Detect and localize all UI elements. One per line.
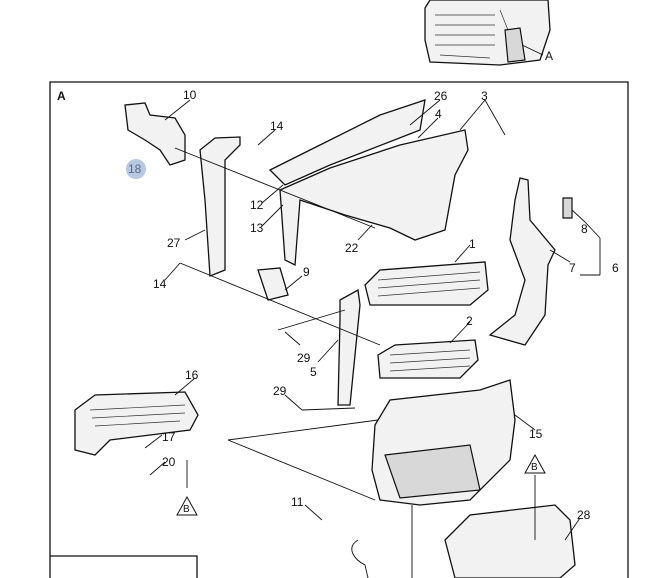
callout-20[interactable]: 20 — [162, 455, 176, 469]
part-18-duct — [124, 102, 186, 166]
part-1-step — [364, 261, 489, 306]
callout-9[interactable]: 9 — [303, 265, 310, 279]
callout-14b[interactable]: 14 — [153, 277, 167, 291]
callout-18-highlight[interactable]: 18 — [126, 159, 146, 179]
callout-1[interactable]: 1 — [469, 237, 476, 251]
callout-16[interactable]: 16 — [185, 368, 199, 382]
reference-marker-b-right: B — [524, 453, 546, 474]
view-label-frame: A — [57, 89, 66, 103]
svg-text:B: B — [183, 504, 190, 515]
truck-thumbnail: A — [424, 0, 553, 66]
callout-17[interactable]: 17 — [162, 430, 176, 444]
part-shapes — [74, 99, 576, 578]
callout-3[interactable]: 3 — [481, 89, 488, 103]
view-label-truck: A — [545, 49, 553, 63]
callout-6[interactable]: 6 — [612, 261, 619, 275]
callout-29b[interactable]: 29 — [273, 384, 287, 398]
callout-11[interactable]: 11 — [291, 495, 304, 509]
callout-27[interactable]: 27 — [167, 236, 181, 250]
callout-22[interactable]: 22 — [345, 241, 359, 255]
callout-26[interactable]: 26 — [434, 89, 448, 103]
frame-notch — [50, 555, 198, 578]
part-28-cover — [444, 504, 576, 578]
part-7-bracket — [488, 177, 556, 346]
callout-28[interactable]: 28 — [577, 508, 591, 522]
callout-4[interactable]: 4 — [435, 107, 442, 121]
callout-5[interactable]: 5 — [310, 365, 317, 379]
svg-text:18: 18 — [128, 162, 142, 176]
callout-13[interactable]: 13 — [250, 221, 264, 235]
leader-lines — [144, 99, 601, 578]
callout-2[interactable]: 2 — [466, 314, 473, 328]
part-5-bracket — [337, 288, 361, 406]
callout-10[interactable]: 10 — [183, 88, 197, 102]
part-8-clip — [562, 197, 573, 219]
callout-15[interactable]: 15 — [529, 427, 543, 441]
svg-text:B: B — [531, 462, 538, 473]
detail-frame — [49, 81, 629, 578]
part-3-panel — [279, 129, 469, 267]
callout-7[interactable]: 7 — [569, 261, 576, 275]
part-27-bracket — [199, 136, 241, 277]
part-wire — [351, 539, 369, 578]
reference-marker-b-left: B — [176, 495, 198, 516]
callout-29[interactable]: 29 — [297, 351, 311, 365]
callout-14[interactable]: 14 — [270, 119, 284, 133]
part-9-clip — [257, 267, 289, 301]
callouts: 10 14 26 3 4 12 13 27 22 14 9 1 8 7 6 2 … — [153, 88, 619, 522]
part-2-step — [377, 339, 479, 379]
callout-12[interactable]: 12 — [250, 198, 264, 212]
callout-8[interactable]: 8 — [581, 222, 588, 236]
